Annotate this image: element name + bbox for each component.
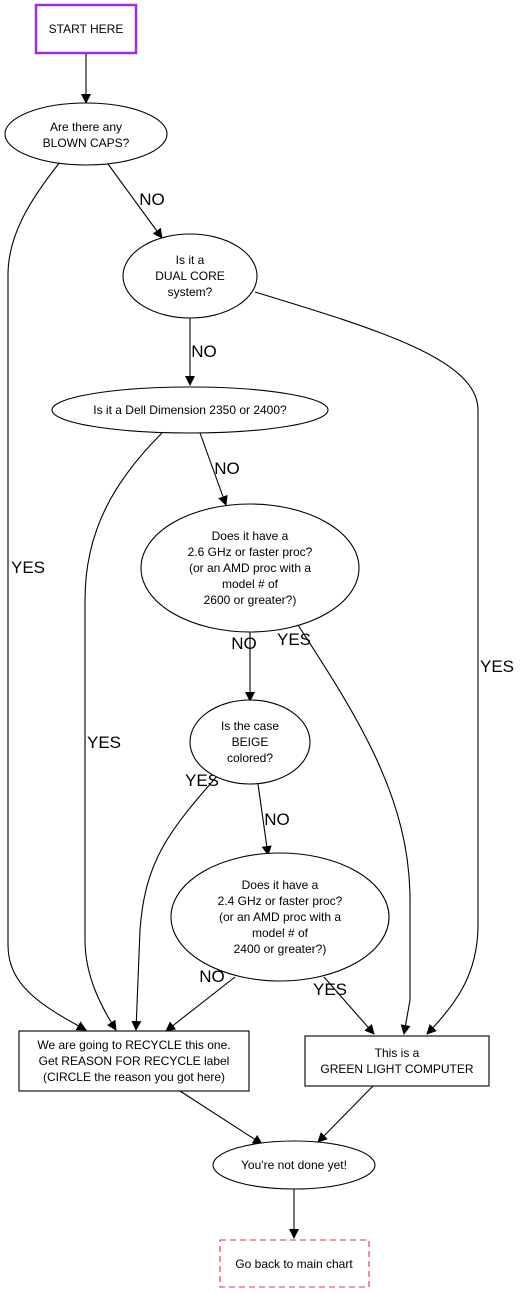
node-green-light-line-1: This is a (375, 1046, 420, 1060)
edge-label-blown-yes: YES (11, 558, 45, 577)
node-dell-dimension: Is it a Dell Dimension 2350 or 2400? (51, 386, 329, 434)
edge-beige-to-recycle (131, 774, 219, 1031)
node-ghz24: Does it have a 2.4 GHz or faster proc? (… (170, 852, 390, 982)
edge-dell-to-recycle (84, 432, 163, 1031)
edge-recycle-to-not-done (179, 1090, 263, 1145)
edge-blown-caps-to-recycle (7, 161, 87, 1031)
node-not-done-text: You're not done yet! (241, 1158, 347, 1172)
edge-ghz24-to-green (323, 976, 375, 1035)
node-green-light: This is a GREEN LIGHT COMPUTER (304, 1035, 490, 1087)
node-ghz24-line-5: 2400 or greater?) (234, 942, 327, 956)
node-ghz26-line-4: model # of (222, 577, 279, 591)
node-recycle: We are going to RECYCLE this one. Get RE… (18, 1030, 250, 1092)
node-ghz24-line-4: model # of (252, 926, 309, 940)
node-blown-caps: Are there any BLOWN CAPS? (4, 102, 168, 166)
node-ghz24-line-1: Does it have a (242, 878, 319, 892)
node-start-here-text: START HERE (49, 22, 124, 36)
node-dual-core-line-2: DUAL CORE (155, 269, 225, 283)
node-beige-line-1: Is the case (221, 719, 279, 733)
edge-ghz24-to-recycle (165, 976, 236, 1032)
node-ghz26-line-1: Does it have a (212, 529, 289, 543)
edge-label-beige-no: NO (264, 810, 290, 829)
edge-dell-to-ghz26 (199, 432, 228, 506)
node-recycle-line-3: (CIRCLE the reason you got here) (43, 1070, 225, 1084)
edge-green-to-not-done (317, 1085, 374, 1143)
node-start-here: START HERE (34, 3, 138, 55)
edge-label-ghz26-yes: YES (277, 630, 311, 649)
edge-blown-caps-to-dual-core (107, 163, 163, 239)
node-main-chart-text: Go back to main chart (235, 1257, 353, 1271)
edge-label-dual-yes: YES (480, 657, 514, 676)
node-dell-dimension-text: Is it a Dell Dimension 2350 or 2400? (93, 403, 287, 417)
edge-label-ghz24-no: NO (199, 967, 225, 986)
node-beige-line-3: colored? (227, 751, 273, 765)
edge-label-dell-yes: YES (87, 733, 121, 752)
node-ghz26: Does it have a 2.6 GHz or faster proc? (… (140, 503, 360, 633)
edge-label-ghz26-no: NO (231, 634, 257, 653)
edge-label-beige-yes: YES (185, 771, 219, 790)
edge-beige-to-ghz24 (257, 783, 272, 856)
edge-label-dual-no: NO (191, 342, 217, 361)
node-ghz26-line-5: 2600 or greater?) (204, 593, 297, 607)
node-ghz26-line-2: 2.6 GHz or faster proc? (188, 545, 313, 559)
node-not-done: You're not done yet! (212, 1140, 376, 1190)
node-blown-caps-line-2: BLOWN CAPS? (43, 136, 130, 150)
edge-ghz26-to-green (295, 621, 411, 1035)
node-beige: Is the case BEIGE colored? (189, 699, 311, 785)
node-dual-core-line-3: system? (168, 285, 213, 299)
edge-label-dell-no: NO (214, 459, 240, 478)
node-main-chart[interactable]: Go back to main chart (219, 1239, 370, 1288)
node-recycle-line-1: We are going to RECYCLE this one. (37, 1038, 230, 1052)
node-blown-caps-line-1: Are there any (50, 120, 122, 134)
node-dual-core: Is it a DUAL CORE system? (122, 233, 258, 319)
node-beige-line-2: BEIGE (232, 735, 269, 749)
node-dual-core-line-1: Is it a (176, 253, 205, 267)
edge-label-ghz24-yes: YES (313, 980, 347, 999)
edge-label-blown-no: NO (139, 190, 165, 209)
node-green-light-line-2: GREEN LIGHT COMPUTER (320, 1062, 473, 1076)
node-ghz24-line-2: 2.4 GHz or faster proc? (218, 894, 343, 908)
edge-dual-core-to-green (254, 291, 479, 1035)
node-ghz26-line-3: (or an AMD proc with a (189, 561, 311, 575)
node-recycle-line-2: Get REASON FOR RECYCLE label (39, 1054, 230, 1068)
node-ghz24-line-3: (or an AMD proc with a (219, 910, 341, 924)
